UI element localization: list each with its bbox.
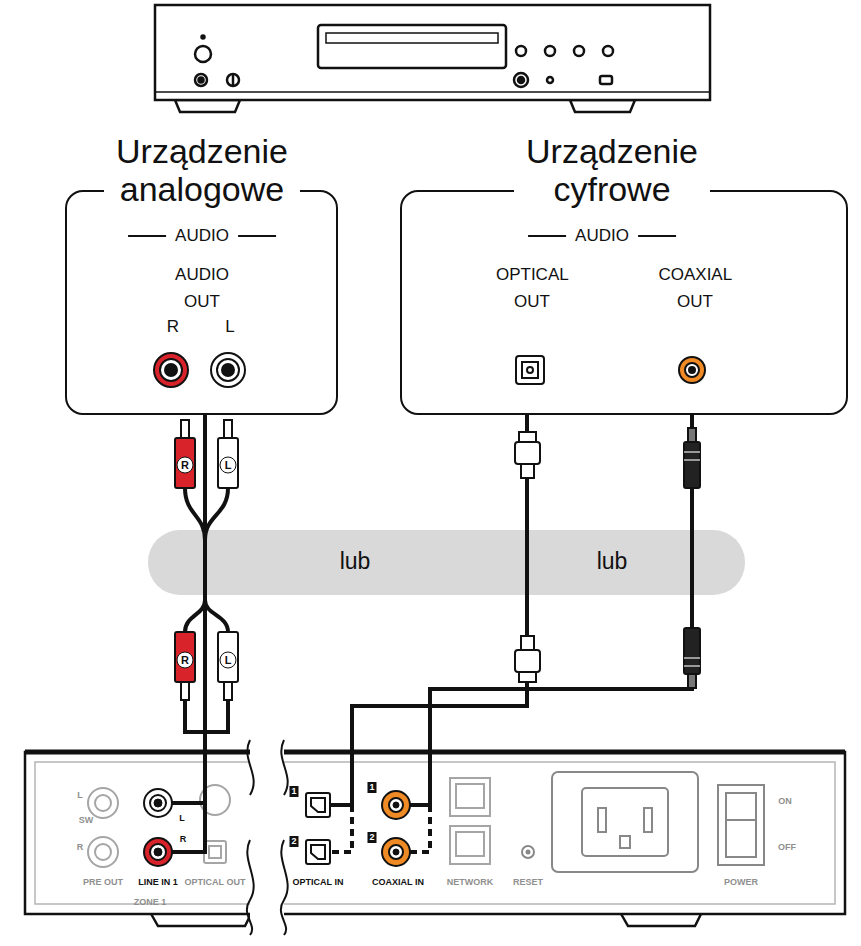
port-label: NETWORK xyxy=(447,877,494,887)
plug-channel-label: L xyxy=(220,457,237,474)
device-heading: Urządzenie analogowe xyxy=(104,132,300,208)
port-label: AUDIO OUT xyxy=(175,261,229,315)
or-label: lub xyxy=(340,548,371,574)
port-label: COAXIAL IN xyxy=(372,877,424,887)
device-box: Urządzenie cyfroweAUDIOOPTICAL OUTCOAXIA… xyxy=(400,190,848,415)
break-mark xyxy=(247,735,288,935)
port-label: LINE IN 1 xyxy=(138,877,178,887)
alternative-band xyxy=(148,530,745,595)
port-label: OPTICAL OUT xyxy=(496,261,568,315)
port-label: RESET xyxy=(513,877,543,887)
channel-label: R xyxy=(167,317,179,337)
pin-label: R xyxy=(77,842,84,852)
optical-jack xyxy=(516,356,544,384)
channel-label: L xyxy=(225,317,234,337)
device-box: Urządzenie analogoweAUDIOAUDIO OUTRL xyxy=(65,190,338,415)
port-label: OPTICAL IN xyxy=(293,877,344,887)
cd-player xyxy=(155,5,710,112)
section-label: AUDIO xyxy=(128,226,276,246)
port-label: PRE OUT xyxy=(83,877,123,887)
switch-label: OFF xyxy=(778,842,796,852)
input-number: 1 xyxy=(289,786,298,797)
pin-label: L xyxy=(179,813,185,823)
input-number: 2 xyxy=(289,836,298,847)
audio-cable xyxy=(203,415,207,751)
plug-channel-label: L xyxy=(220,652,237,669)
port-label: COAXIAL OUT xyxy=(658,261,731,315)
rca-jacks xyxy=(154,353,245,387)
audio-cable xyxy=(430,415,692,751)
device-heading: Urządzenie cyfrowe xyxy=(514,132,710,208)
input-number: 1 xyxy=(367,782,376,793)
coaxial-jack xyxy=(679,357,705,383)
switch-label: POWER xyxy=(724,877,758,887)
switch-label: ON xyxy=(778,796,792,806)
pin-label: R xyxy=(180,834,187,844)
pin-label: SW xyxy=(79,815,94,825)
panel-wires xyxy=(172,752,430,852)
section-label: AUDIO xyxy=(528,226,676,246)
receiver-panel xyxy=(25,752,845,926)
plug-channel-label: R xyxy=(177,652,194,669)
receiver-panel: L SW R PRE OUT L R LINE IN 1 OPTICAL OUT 1 2OPTIC… xyxy=(25,750,845,920)
or-label: lub xyxy=(597,548,628,574)
audio-cable xyxy=(352,415,527,751)
port-label: OPTICAL OUT xyxy=(185,877,246,887)
alternative-band: lub lub xyxy=(148,530,745,595)
input-number: 2 xyxy=(367,832,376,843)
plug-channel-label: R xyxy=(177,457,194,474)
zone-label: ZONE 1 xyxy=(134,897,167,907)
pin-label: L xyxy=(77,790,83,800)
